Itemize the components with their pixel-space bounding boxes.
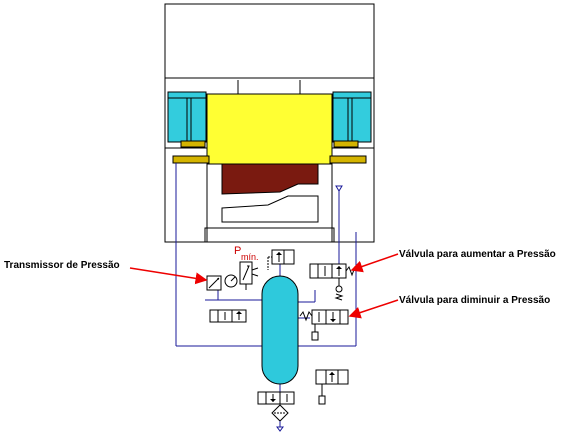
pmin-label-sub: mín. [241,252,259,262]
pressure-transmitter [206,275,222,291]
supply-filter [271,404,289,432]
pmin-label: P [234,245,241,257]
right-cylinder [332,91,372,148]
label-valve-decrease: Válvula para diminuir a Pressão [399,295,550,306]
pressure-gauge [224,274,238,288]
top-check-valve [267,249,295,270]
increase-pressure-valve [309,263,359,279]
left-directional-valve [209,309,247,323]
decrease-valve-arrow [348,299,399,319]
increase-valve-arrow [350,253,399,273]
increase-check-valve [334,278,344,301]
label-pressure-transmitter: Transmissor de Pressão [4,260,120,271]
upper-die [221,163,319,195]
label-valve-increase: Válvula para aumentar a Pressão [399,249,556,260]
bottom-supply-valve [257,391,295,405]
decrease-pressure-valve [299,309,349,341]
bottom-right-valve [315,369,349,405]
pmin-switch [239,261,259,290]
lower-die [221,195,319,223]
left-cylinder [167,91,207,148]
yellow-platen [172,80,367,165]
pressure-accumulator [261,275,299,385]
piping [175,163,357,392]
signal-marker [335,185,343,192]
transmitter-arrow [129,267,208,285]
